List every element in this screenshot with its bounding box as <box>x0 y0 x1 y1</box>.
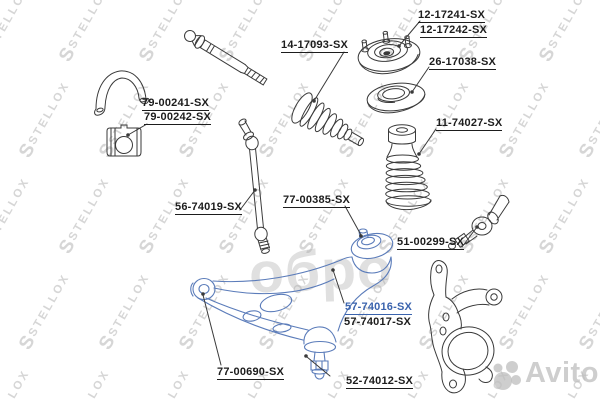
part-label-79-00241: 79-00241-SX <box>142 97 210 111</box>
inner-tie-rod-drawing <box>184 30 268 86</box>
part-label-12-17242: 12-17242-SX <box>420 24 488 38</box>
bump-stop-boot-drawing <box>385 124 432 211</box>
part-label-14-17093: 14-17093-SX <box>281 39 349 53</box>
strut-bearing-drawing <box>366 82 426 114</box>
stabilizer-bushing-drawing <box>106 124 142 157</box>
part-label-26-17038: 26-17038-SX <box>429 56 497 70</box>
tie-rod-end-drawing <box>448 194 510 250</box>
stabilizer-bracket-drawing <box>94 70 150 116</box>
avito-wordmark: Avito <box>525 357 599 389</box>
part-label-11-74027: 11-74027-SX <box>436 117 503 131</box>
steering-boot-drawing <box>291 92 365 147</box>
avito-logo-icon <box>493 361 521 390</box>
part-label-56-74019: 56-74019-SX <box>175 201 243 215</box>
part-label-79-00242: 79-00242-SX <box>144 111 212 125</box>
leader-dots <box>126 44 479 358</box>
part-label-57-74016-highlighted: 57-74016-SX <box>345 301 413 315</box>
leader-lines <box>127 20 478 377</box>
strut-mount-drawing <box>357 30 421 75</box>
part-label-52-74012: 52-74012-SX <box>346 375 414 389</box>
stabilizer-link-drawing <box>238 118 270 254</box>
part-label-77-00690: 77-00690-SX <box>217 366 285 380</box>
part-label-57-74017: 57-74017-SX <box>344 316 412 328</box>
part-label-51-00299: 51-00299-SX <box>397 236 465 250</box>
part-label-77-00385: 77-00385-SX <box>283 194 351 208</box>
part-label-12-17241: 12-17241-SX <box>418 9 486 23</box>
avito-watermark: Avito <box>488 355 599 391</box>
steering-knuckle-drawing <box>428 260 503 394</box>
